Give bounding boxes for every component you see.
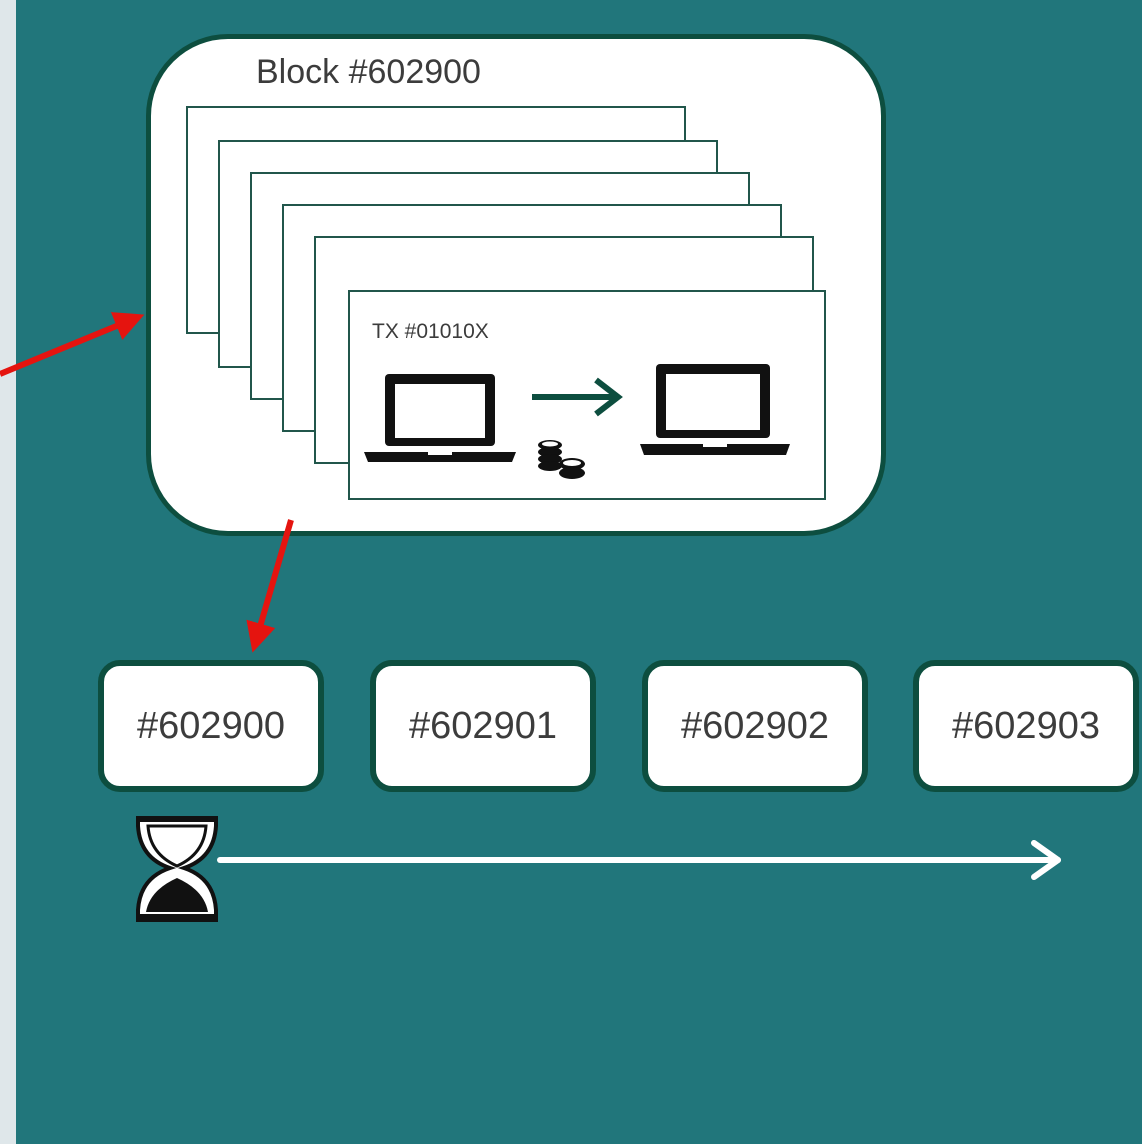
timeline-arrow <box>217 840 1061 880</box>
laptop-icon <box>640 364 790 455</box>
pointer-arrow <box>0 312 145 377</box>
coins-icon <box>538 440 585 479</box>
chain-block: #602900 <box>98 660 324 792</box>
chain-block: #602903 <box>913 660 1139 792</box>
pointer-arrow <box>246 519 294 653</box>
arrow-right-icon <box>532 377 623 417</box>
chain-block: #602902 <box>642 660 868 792</box>
chain-block: #602901 <box>370 660 596 792</box>
hourglass-icon <box>136 816 218 922</box>
laptop-icon <box>364 374 516 462</box>
block-title: Block #602900 <box>256 53 481 91</box>
tx-label: TX #01010X <box>372 320 489 343</box>
